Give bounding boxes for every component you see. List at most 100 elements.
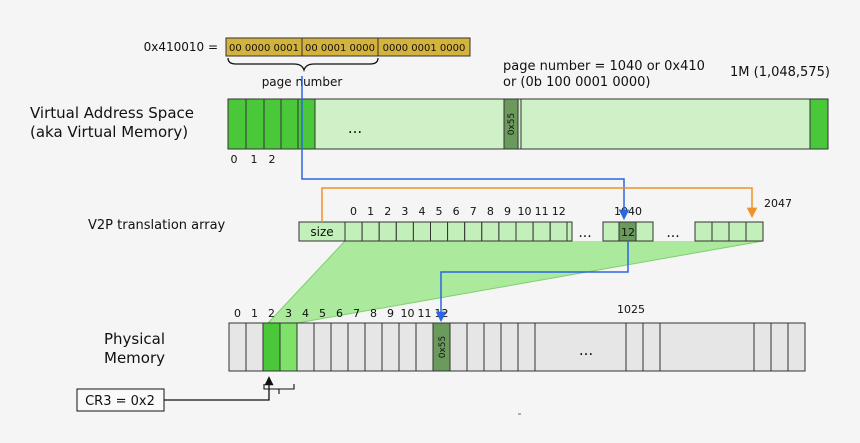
physical-frame — [228, 322, 247, 372]
v2p-shade-right-edge — [296, 240, 764, 324]
physical-frame — [753, 322, 772, 372]
address-bits: 00 0000 0001 00 0001 0000 0000 0001 0000 — [225, 37, 471, 57]
physical-index-label: 10 — [401, 307, 415, 320]
vas-ellipsis: ... — [348, 119, 362, 137]
v2p-entry-value: 12 — [621, 226, 635, 239]
vas-count-label: 1M (1,048,575) — [730, 65, 830, 80]
v2p-cell — [464, 221, 483, 242]
physical-frame — [313, 322, 332, 372]
vas-index-2: 2 — [269, 153, 276, 166]
physical-frame — [262, 322, 281, 372]
physical-index-label: 0 — [234, 307, 241, 320]
vas-page-3 — [280, 98, 299, 150]
physical-title-line-1: Physical — [104, 330, 165, 348]
address-bits-segment-3 — [377, 37, 471, 57]
physical-index-label: 1 — [251, 307, 258, 320]
v2p-index-label: 1 — [367, 205, 374, 218]
physical-frame — [364, 322, 383, 372]
page-number-note-line-2: or (0b 100 0001 0000) — [503, 75, 650, 90]
physical-index-label: 11 — [418, 307, 432, 320]
physical-frame — [381, 322, 400, 372]
physical-frame — [466, 322, 485, 372]
physical-frame — [449, 322, 468, 372]
v2p-cell — [498, 221, 517, 242]
v2p-index-label: 11 — [535, 205, 549, 218]
v2p-ellipsis-1: ... — [578, 225, 591, 241]
physical-title-line-2: Memory — [104, 349, 165, 367]
v2p-index-label: 10 — [518, 205, 532, 218]
vas-title-line-1: Virtual Address Space — [30, 104, 194, 122]
page-number-brace — [227, 57, 379, 73]
v2p-cell — [344, 221, 363, 242]
blue-arrow-v2p-to-physical — [435, 241, 629, 323]
vas-bar: 0x55 ... — [227, 98, 829, 150]
physical-index-label: 6 — [336, 307, 343, 320]
v2p-cell — [430, 221, 449, 242]
physical-frame — [245, 322, 264, 372]
vas-page-2 — [263, 98, 282, 150]
v2p-ellipsis-2: ... — [666, 225, 679, 241]
v2p-cell — [532, 221, 551, 242]
vas-page-4 — [297, 98, 316, 150]
v2p-entry-index-label: 1040 — [614, 205, 642, 218]
v2p-index-label: 5 — [436, 205, 443, 218]
v2p-cell — [711, 221, 730, 242]
orange-arrow-size-to-end — [321, 187, 758, 222]
v2p-cell — [481, 221, 500, 242]
physical-index-label: 7 — [353, 307, 360, 320]
v2p-cell — [566, 221, 573, 242]
physical-frame — [398, 322, 417, 372]
address-bits-segment-2-text: 00 0001 0000 — [305, 43, 375, 54]
v2p-cell — [694, 221, 713, 242]
physical-marked-label: 0x55 — [438, 336, 448, 359]
v2p-cell — [515, 221, 534, 242]
physical-ellipsis: ... — [579, 341, 593, 359]
vas-bar-background — [227, 98, 829, 150]
v2p-index-label: 8 — [487, 205, 494, 218]
v2p-index-label: 2 — [384, 205, 391, 218]
vas-page-0 — [227, 98, 247, 150]
v2p-cell — [549, 221, 568, 242]
v2p-title: V2P translation array — [88, 218, 226, 233]
address-bits-segment-1-text: 00 0000 0001 — [229, 43, 299, 54]
blue-arrow-vpn-to-v2p — [301, 76, 630, 221]
physical-frame — [787, 322, 806, 372]
v2p-cell — [395, 221, 414, 242]
physical-index-label: 3 — [285, 307, 292, 320]
physical-frame — [347, 322, 366, 372]
physical-index-label: 4 — [302, 307, 309, 320]
physical-frame — [517, 322, 536, 372]
v2p-index-label: 9 — [504, 205, 511, 218]
vas-title-line-2: (aka Virtual Memory) — [30, 123, 188, 141]
physical-frame — [415, 322, 434, 372]
physical-index-label: 5 — [319, 307, 326, 320]
v2p-cell — [447, 221, 466, 242]
v2p-to-physical-shade — [268, 241, 763, 323]
address-label: 0x410010 = — [144, 40, 218, 54]
v2p-index-label: 6 — [453, 205, 460, 218]
address-bits-segment-3-text: 0000 0001 0000 — [383, 43, 466, 54]
v2p-size-label: size — [310, 225, 333, 239]
v2p-shade-left-edge — [267, 240, 346, 324]
vas-page-1 — [245, 98, 265, 150]
v2p-index-label: 4 — [418, 205, 425, 218]
physical-frame-label: 1025 — [617, 303, 645, 316]
v2p-cell — [412, 221, 431, 242]
v2p-end-label: 2047 — [764, 197, 792, 210]
v2p-index-label: 3 — [401, 205, 408, 218]
physical-index-label: 2 — [268, 307, 275, 320]
physical-frame — [296, 322, 315, 372]
v2p-cell — [602, 221, 620, 242]
v2p-cell — [378, 221, 397, 242]
physical-frame — [483, 322, 502, 372]
v2p-cell — [728, 221, 747, 242]
physical-index-label: 8 — [370, 307, 377, 320]
v2p-index-label: 0 — [350, 205, 357, 218]
physical-frame — [279, 322, 298, 372]
v2p-index-label: 12 — [552, 205, 566, 218]
vas-index-1: 1 — [251, 153, 258, 166]
vas-marked-page — [503, 98, 519, 150]
v2p-cell — [745, 221, 764, 242]
